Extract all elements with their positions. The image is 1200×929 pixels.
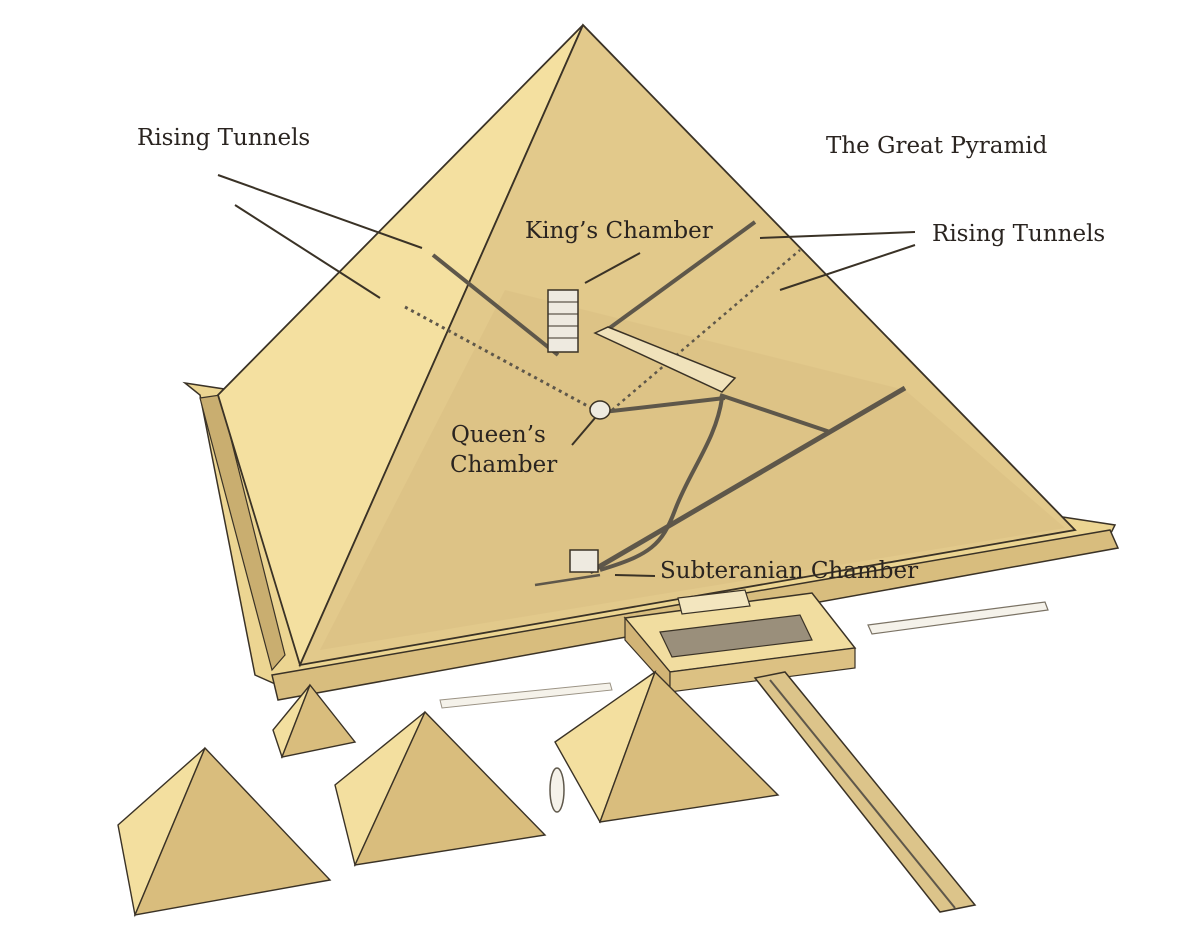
mortuary-temple-court [659,614,813,658]
label-subterranean-chamber: Subteranian Chamber [660,558,919,584]
mortuary-temple-entry [677,589,751,615]
descending-passage-lower [588,385,907,575]
label-queens-chamber-line1: Queen’s [451,422,546,448]
queens-air-shaft-north [404,305,596,412]
descending-passage [719,393,831,434]
label-queens-chamber-line2: Chamber [450,452,558,478]
small-pyramid-3 [334,710,547,868]
small-pyramid-1 [272,683,357,760]
grand-gallery [593,326,737,393]
boat-pit-oval [549,767,565,813]
small-pyramid-2 [117,746,332,918]
small-pyramid-4 [554,670,780,824]
horizontal-passage [602,396,726,414]
label-kings-chamber: King’s Chamber [525,218,713,244]
label-rising-tunnels-right: Rising Tunnels [932,221,1106,247]
enclosure-wall-left-inner [199,394,286,672]
leader-rising-tunnels-right-b [779,244,916,291]
leader-rising-tunnels-right-a [759,231,916,239]
boat-pit-right [867,601,1049,635]
queens-chamber-block [589,400,611,420]
diagram-title: The Great Pyramid [826,133,1048,159]
mortuary-temple-side [669,647,856,693]
label-rising-tunnels-left: Rising Tunnels [137,125,311,151]
kings-air-shaft-north [431,253,560,357]
leader-rising-tunnels-left-b [234,204,381,299]
kings-air-shaft-south [598,220,757,337]
causeway-edge [769,679,956,909]
leader-queens-chamber [571,417,596,446]
subterranean-passage [534,573,601,587]
queens-air-shaft-south [611,249,801,411]
leader-subterranean-chamber [614,574,656,577]
leader-rising-tunnels-left-a [217,174,423,249]
kings-chamber-block [547,289,579,353]
causeway [753,671,977,913]
boat-pit-left [439,682,613,709]
subterranean-chamber-block [569,549,599,573]
leader-kings-chamber [584,252,641,284]
well-shaft [599,397,724,572]
